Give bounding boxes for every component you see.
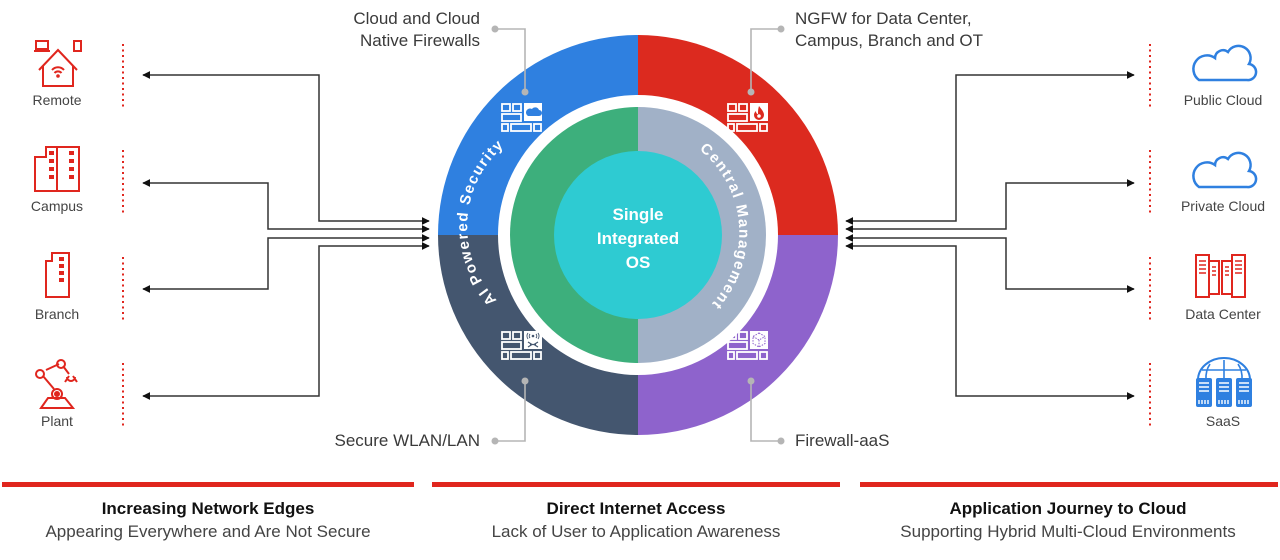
edge-label-remote: Remote — [32, 92, 82, 108]
core-title-line-2: Integrated — [597, 229, 679, 248]
robot-arm-icon — [35, 359, 78, 409]
edge-label-saas: SaaS — [1205, 413, 1241, 429]
edge-label-data-center: Data Center — [1185, 306, 1261, 322]
callout-secure-wlan-lan: Secure WLAN/LAN — [280, 430, 481, 452]
connector-plant — [142, 242, 430, 400]
globe-servers-icon — [1196, 357, 1252, 407]
connector-saas — [845, 242, 1135, 400]
edge-label-private-cloud: Private Cloud — [1180, 198, 1266, 214]
home-wifi-icon — [34, 40, 82, 87]
bottom-title: Direct Internet Access — [546, 499, 726, 518]
connector-campus — [142, 179, 430, 233]
core-title-line-1: Single — [612, 205, 663, 224]
callout-dots — [491, 25, 785, 445]
bottom-divider-2 — [432, 482, 840, 487]
bottom-subtitle: Supporting Hybrid Multi-Cloud Environmen… — [900, 522, 1236, 541]
callout-line: NGFW for Data Center, — [795, 9, 972, 28]
left-connector-arrows — [142, 71, 430, 400]
edge-label-plant: Plant — [41, 413, 73, 429]
bottom-title: Application Journey to Cloud — [949, 499, 1187, 518]
callout-firewall-aas: Firewall-aaS — [795, 430, 995, 452]
public-cloud-icon — [1192, 44, 1258, 82]
firewall-cloud-icon — [501, 103, 542, 132]
callout-connectors — [495, 28, 781, 442]
firewall-cube-icon — [727, 331, 768, 360]
firewall-wireless-switch-icon — [501, 331, 542, 360]
callout-cloud-firewalls: Cloud and Cloud Native Firewalls — [300, 8, 480, 52]
server-racks-icon — [1195, 254, 1246, 298]
edge-label-campus: Campus — [30, 198, 84, 214]
callout-line: Secure WLAN/LAN — [334, 431, 481, 450]
core-title-line-3: OS — [626, 253, 651, 272]
connector-private-cloud — [845, 179, 1135, 233]
bottom-subtitle: Appearing Everywhere and Are Not Secure — [45, 522, 371, 541]
edge-label-public-cloud: Public Cloud — [1183, 92, 1263, 108]
bottom-subtitle: Lack of User to Application Awareness — [491, 522, 781, 541]
callout-line: Native Firewalls — [360, 31, 480, 50]
edge-label-branch: Branch — [34, 306, 80, 322]
bottom-title: Increasing Network Edges — [101, 499, 315, 518]
callout-line: Cloud and Cloud — [353, 9, 480, 28]
connector-public-cloud — [845, 71, 1135, 225]
private-cloud-icon — [1192, 151, 1258, 189]
bottom-column-network-edges: Increasing Network Edges Appearing Every… — [0, 498, 416, 544]
connector-remote — [142, 71, 430, 225]
bottom-column-cloud-journey: Application Journey to Cloud Supporting … — [858, 498, 1278, 544]
right-connector-arrows — [845, 71, 1135, 400]
bottom-divider-3 — [860, 482, 1278, 487]
campus-buildings-icon — [34, 146, 80, 192]
callout-ngfw: NGFW for Data Center, Campus, Branch and… — [795, 8, 1055, 52]
core-os-circle[interactable] — [554, 151, 722, 319]
bottom-column-internet-access: Direct Internet Access Lack of User to A… — [430, 498, 842, 544]
firewall-flame-icon — [727, 103, 768, 132]
callout-line: Campus, Branch and OT — [795, 31, 984, 50]
bottom-divider-1 — [2, 482, 414, 487]
callout-line: Firewall-aaS — [795, 431, 890, 450]
branch-building-icon — [45, 252, 70, 298]
